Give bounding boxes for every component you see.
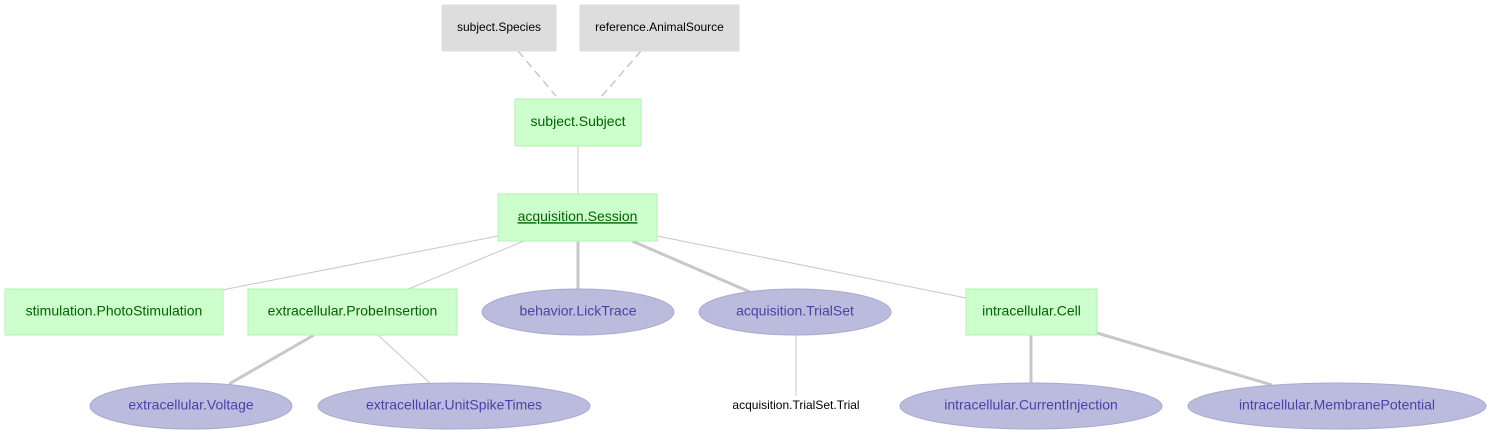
node-lick-ellipse <box>481 288 675 336</box>
node-current-ellipse <box>899 382 1163 430</box>
nodes-layer: subject.Species reference.AnimalSource sub… <box>4 4 1487 430</box>
node-photostim[interactable]: stimulation.PhotoStimulation <box>4 288 224 336</box>
node-subject[interactable]: subject.Subject <box>514 98 642 147</box>
node-cell-box <box>965 288 1098 336</box>
node-current-label: intracellular.CurrentInjection <box>944 397 1118 413</box>
node-session[interactable]: acquisition.Session <box>497 193 658 242</box>
edge-session-to-probe <box>405 240 525 291</box>
edge-probe-to-voltage <box>228 333 315 386</box>
node-membrane-label: intracellular.MembranePotential <box>1239 397 1435 413</box>
edge-session-to-cell <box>656 235 967 299</box>
edge-session-to-photostim <box>221 235 499 291</box>
node-session-label: acquisition.Session <box>518 208 638 224</box>
edge-animal_source-to-subject <box>601 50 642 97</box>
node-membrane[interactable]: intracellular.MembranePotential <box>1187 382 1487 430</box>
node-voltage-label: extracellular.Voltage <box>128 397 254 413</box>
node-trialset[interactable]: acquisition.TrialSet <box>698 288 892 336</box>
node-trial[interactable]: acquisition.TrialSet.Trial <box>732 398 859 412</box>
node-probe-box <box>247 288 458 336</box>
edge-species-to-subject <box>517 50 557 97</box>
node-animal_source-box <box>579 4 740 52</box>
node-lick[interactable]: behavior.LickTrace <box>481 288 675 336</box>
edge-cell-to-membrane <box>1096 331 1273 387</box>
node-trialset-label: acquisition.TrialSet <box>736 303 854 319</box>
node-lick-label: behavior.LickTrace <box>520 303 637 319</box>
node-voltage-ellipse <box>89 382 293 430</box>
node-spikes[interactable]: extracellular.UnitSpikeTimes <box>317 382 591 430</box>
node-animal_source[interactable]: reference.AnimalSource <box>579 4 740 52</box>
node-species-label: subject.Species <box>457 20 541 34</box>
node-animal_source-label: reference.AnimalSource <box>595 20 724 34</box>
node-probe-label: extracellular.ProbeInsertion <box>268 303 438 319</box>
node-current[interactable]: intracellular.CurrentInjection <box>899 382 1163 430</box>
node-session-box <box>497 193 658 242</box>
node-membrane-ellipse <box>1187 382 1487 430</box>
edge-session-to-trialset <box>631 239 751 294</box>
node-species[interactable]: subject.Species <box>441 4 557 52</box>
node-trialset-ellipse <box>698 288 892 336</box>
edges-layer <box>221 50 1273 396</box>
node-probe[interactable]: extracellular.ProbeInsertion <box>247 288 458 336</box>
node-spikes-ellipse <box>317 382 591 430</box>
node-cell[interactable]: intracellular.Cell <box>965 288 1098 336</box>
node-photostim-box <box>4 288 224 336</box>
node-subject-label: subject.Subject <box>531 113 626 129</box>
edge-probe-to-spikes <box>377 334 432 385</box>
node-trial-label: acquisition.TrialSet.Trial <box>732 398 859 412</box>
node-species-box <box>441 4 557 52</box>
node-subject-box <box>514 98 642 147</box>
node-photostim-label: stimulation.PhotoStimulation <box>26 303 203 319</box>
node-spikes-label: extracellular.UnitSpikeTimes <box>366 397 542 413</box>
node-voltage[interactable]: extracellular.Voltage <box>89 382 293 430</box>
node-cell-label: intracellular.Cell <box>982 303 1081 319</box>
